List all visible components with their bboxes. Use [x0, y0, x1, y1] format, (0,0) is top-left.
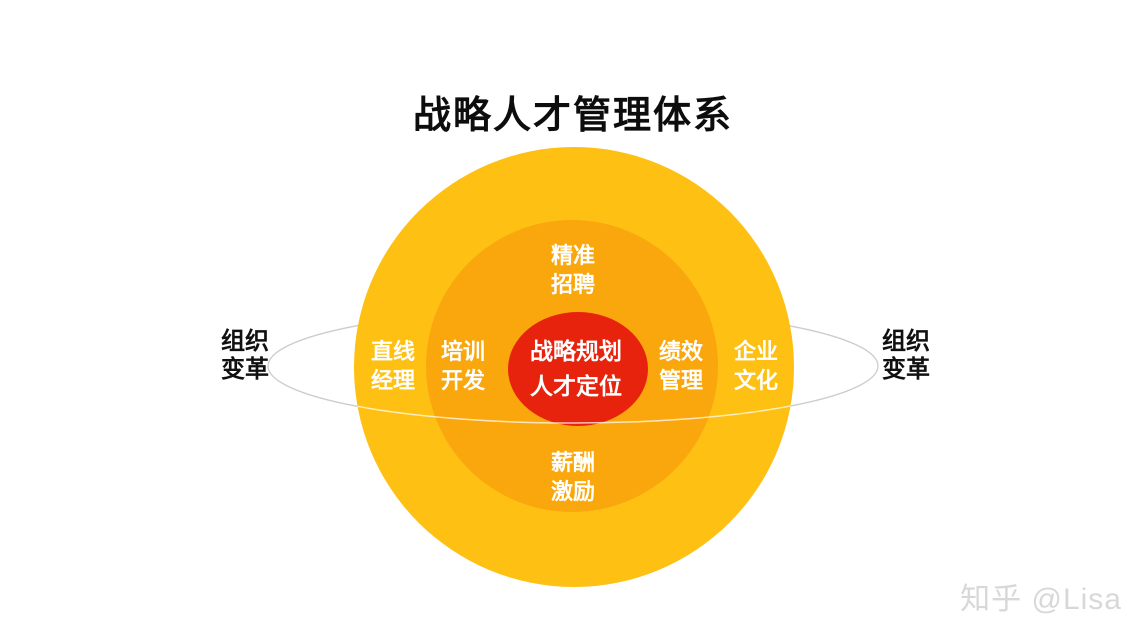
label-line: 开发 [440, 368, 486, 393]
label-line: 组织 [882, 328, 930, 355]
label-line: 变革 [221, 356, 269, 383]
page-title: 战略人才管理体系 [412, 95, 733, 137]
label-line-manager: 直线 经理 [371, 337, 415, 395]
label-line: 绩效 [658, 339, 704, 364]
label-line: 精准 [550, 243, 596, 268]
label-line: 直线 [370, 339, 416, 364]
label-line: 变革 [882, 356, 930, 383]
label-line: 经理 [370, 368, 416, 393]
label-line: 组织 [221, 328, 269, 355]
label-precise-recruitment: 精准 招聘 [551, 241, 595, 299]
label-corporate-culture: 企业 文化 [734, 337, 778, 395]
label-training-development: 培训 开发 [441, 337, 485, 395]
core-circle [508, 312, 648, 426]
label-core-strategy: 战略规划 人才定位 [530, 334, 622, 404]
orbit-ellipse-front [354, 365, 794, 424]
watermark: 知乎 @Lisa [960, 583, 1122, 616]
label-performance-management: 绩效 管理 [659, 337, 703, 395]
label-line: 激励 [550, 479, 596, 504]
label-org-change-right: 组织 变革 [882, 328, 930, 384]
label-compensation-incentive: 薪酬 激励 [551, 448, 595, 506]
label-org-change-left: 组织 变革 [221, 328, 269, 384]
label-line: 文化 [733, 368, 779, 393]
label-line: 人才定位 [530, 373, 622, 399]
label-line: 战略规划 [530, 338, 622, 364]
label-line: 招聘 [550, 272, 596, 297]
label-line: 培训 [440, 339, 486, 364]
label-line: 企业 [733, 339, 779, 364]
label-line: 管理 [658, 368, 704, 393]
label-line: 薪酬 [550, 450, 596, 475]
